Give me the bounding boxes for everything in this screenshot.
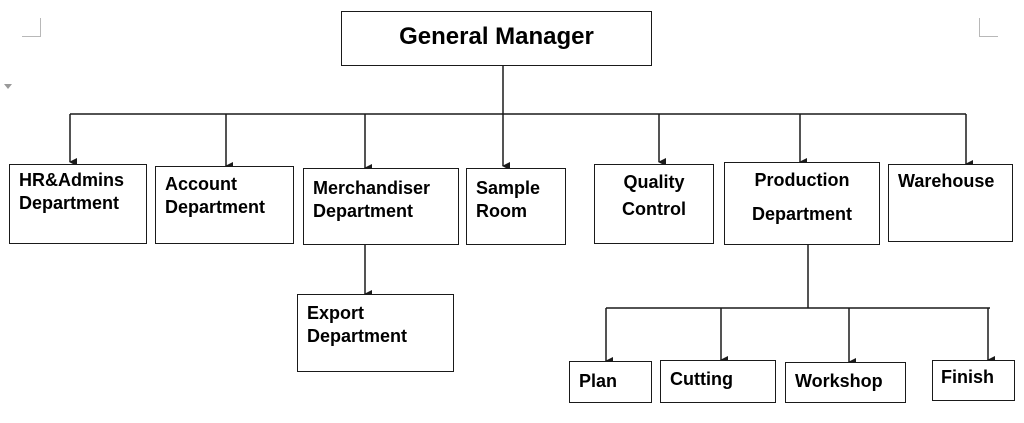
- box-label-line: Department: [19, 193, 120, 213]
- box-label-line: Department: [165, 197, 266, 217]
- export-department-box: Export Department: [297, 294, 454, 372]
- box-label-line: Department: [313, 201, 414, 221]
- finish-box: Finish: [932, 360, 1015, 401]
- general-manager-box: General Manager: [341, 11, 652, 66]
- box-label-line: Cutting: [670, 369, 733, 389]
- merchandiser-department-box: Merchandiser Department: [303, 168, 459, 245]
- box-label-line: Sample: [476, 178, 541, 198]
- box-label-line: Export: [307, 303, 365, 323]
- plan-box: Plan: [569, 361, 652, 403]
- box-label-line: HR&Admins: [19, 170, 125, 190]
- warehouse-box: Warehouse: [888, 164, 1013, 242]
- box-label-line: Department: [751, 204, 853, 224]
- box-label-line: Production: [754, 170, 850, 190]
- box-label-line: Merchandiser: [313, 178, 431, 198]
- box-label-line: Quality: [623, 172, 685, 192]
- box-label-line: Plan: [579, 371, 618, 391]
- crop-mark-top-right: [979, 18, 998, 37]
- box-label-line: Workshop: [795, 371, 883, 391]
- account-department-box: Account Department: [155, 166, 294, 244]
- box-label-line: General Manager: [399, 23, 594, 50]
- box-label-line: Department: [307, 326, 408, 346]
- box-label-line: Account: [165, 174, 237, 194]
- cutting-box: Cutting: [660, 360, 776, 403]
- box-label-line: Warehouse: [898, 171, 995, 191]
- crop-mark-top-left: [22, 18, 41, 37]
- sample-room-box: Sample Room: [466, 168, 566, 245]
- hr-admins-department-box: HR&Admins Department: [9, 164, 147, 244]
- dropdown-caret-icon: [4, 84, 12, 89]
- box-label-line: Room: [476, 201, 527, 221]
- production-department-box: Production Department: [724, 162, 880, 245]
- quality-control-box: Quality Control: [594, 164, 714, 244]
- workshop-box: Workshop: [785, 362, 906, 403]
- box-label-line: Finish: [941, 367, 994, 387]
- box-label-line: Control: [622, 199, 686, 219]
